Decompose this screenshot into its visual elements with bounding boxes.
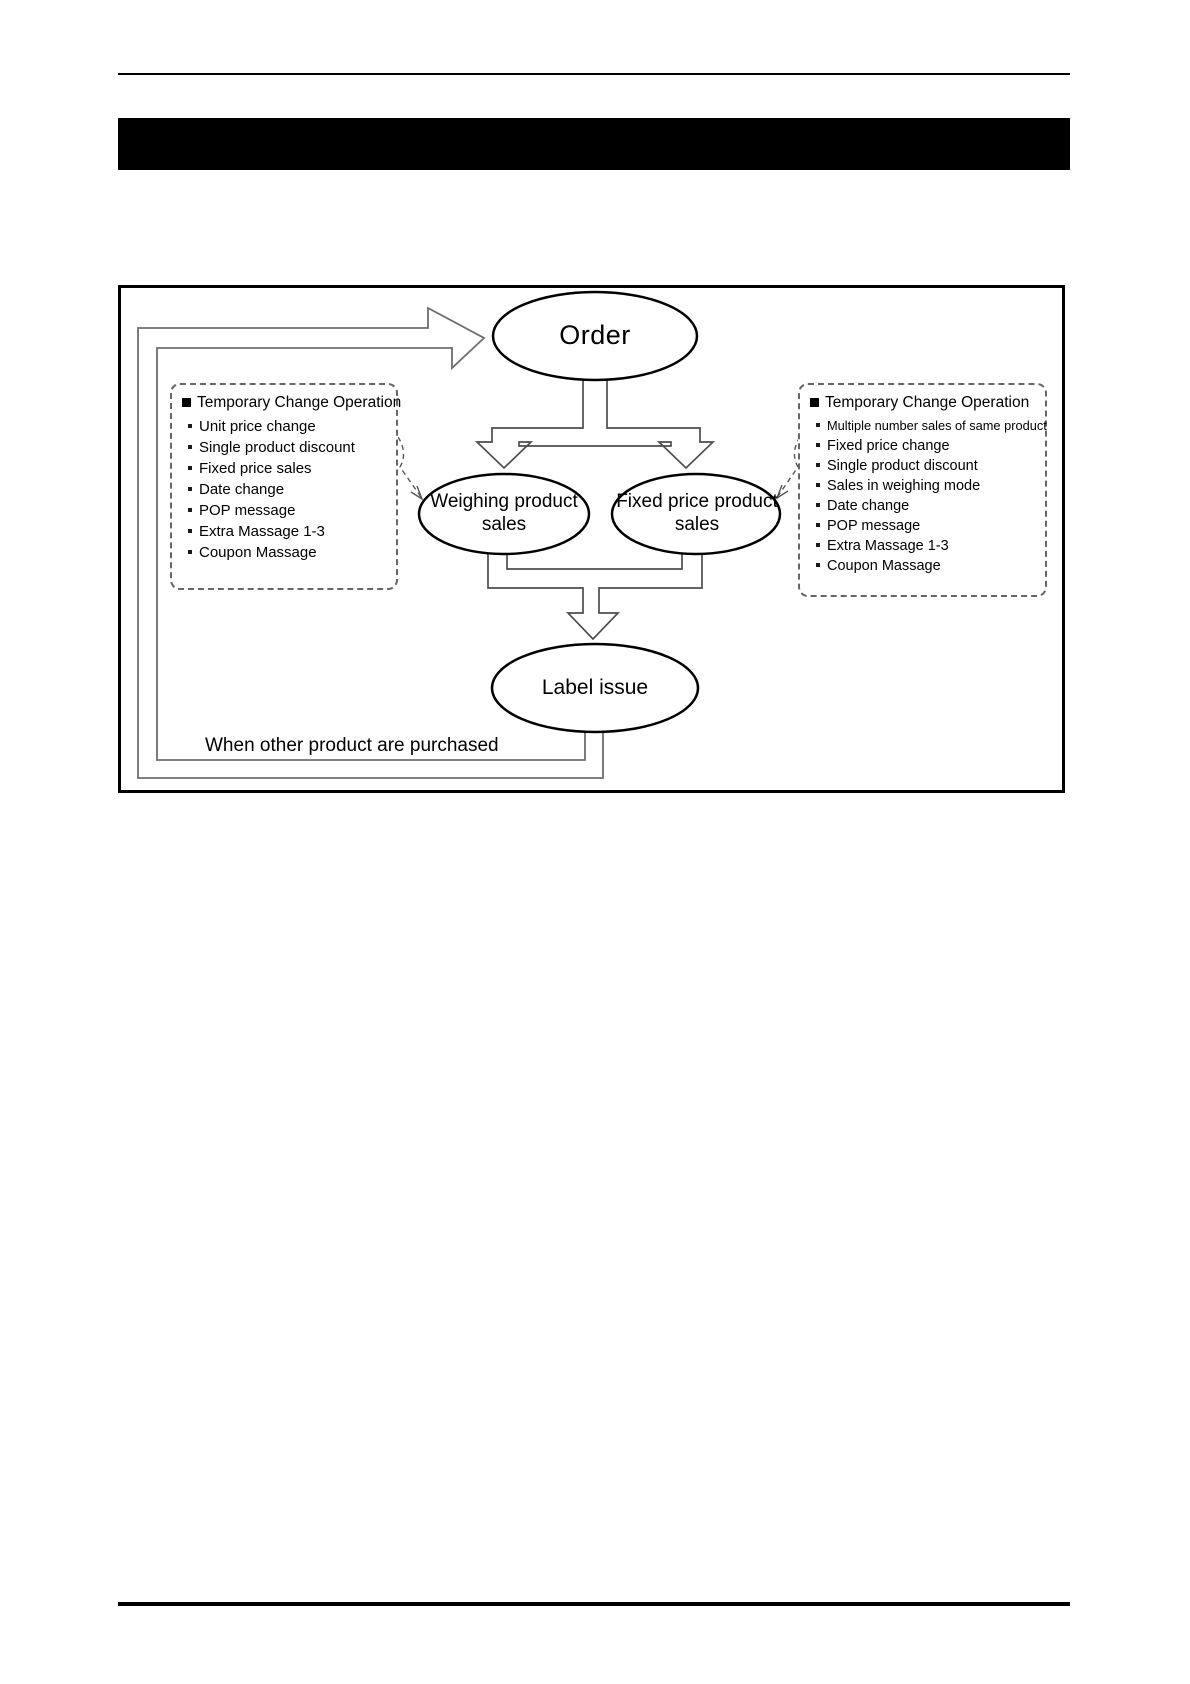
list-item: Extra Massage 1-3: [810, 536, 1037, 556]
list-item-label: POP message: [827, 518, 921, 534]
bullet-icon: [188, 487, 192, 491]
bullet-icon: [816, 463, 820, 467]
bullet-icon: [188, 424, 192, 428]
list-item-label: Single product discount: [827, 458, 978, 474]
weighing-node-label: Weighing product sales: [419, 490, 589, 536]
list-item: Sales in weighing mode: [810, 476, 1037, 496]
panel-title: Temporary Change Operation: [182, 394, 401, 412]
fixed-price-node-label-line2: sales: [674, 514, 720, 535]
list-item: POP message: [182, 500, 388, 521]
filled-square-icon: [182, 398, 191, 407]
list-item: Coupon Massage: [182, 542, 388, 563]
bullet-icon: [816, 483, 820, 487]
list-item-label: Coupon Massage: [199, 544, 317, 561]
list-item-label: Coupon Massage: [827, 558, 941, 574]
bullet-icon: [816, 443, 820, 447]
weighing-node-label-line1: Weighing product: [430, 491, 578, 512]
list-item: Fixed price change: [810, 436, 1037, 456]
weighing-node-label-line2: sales: [481, 514, 527, 535]
fixed-price-node-label-line1: Fixed price product: [616, 491, 778, 512]
list-item: Coupon Massage: [810, 556, 1037, 576]
temporary-change-panel-right: Temporary Change Operation Multiple numb…: [798, 383, 1047, 597]
section-header-bar: [118, 118, 1070, 170]
order-node-label: Order: [559, 320, 631, 350]
list-item-label: Single product discount: [199, 439, 355, 456]
loop-caption: When other product are purchased: [205, 735, 499, 756]
label-issue-node-label: Label issue: [541, 676, 649, 699]
bullet-icon: [816, 563, 820, 567]
list-item-label: Extra Massage 1-3: [199, 523, 325, 540]
top-horizontal-rule: [118, 73, 1070, 75]
list-item-label: Multiple number sales of same product: [827, 418, 1047, 433]
bullet-icon: [188, 529, 192, 533]
list-item: Date change: [810, 496, 1037, 516]
temporary-change-panel-left: Temporary Change Operation Unit price ch…: [170, 383, 401, 590]
filled-square-icon: [810, 398, 819, 407]
panel-title-label: Temporary Change Operation: [825, 394, 1030, 411]
bullet-icon: [816, 423, 820, 427]
list-item-label: Sales in weighing mode: [827, 478, 981, 494]
list-item: POP message: [810, 516, 1037, 536]
list-item: Extra Massage 1-3: [182, 521, 388, 542]
bullet-icon: [816, 503, 820, 507]
bottom-horizontal-rule: [118, 1602, 1070, 1606]
panel-title-label: Temporary Change Operation: [197, 394, 402, 411]
bullet-icon: [816, 523, 820, 527]
fixed-price-node-label: Fixed price product sales: [611, 490, 783, 536]
list-item-label: POP message: [199, 502, 296, 519]
list-item-label: Extra Massage 1-3: [827, 538, 949, 554]
bullet-icon: [188, 466, 192, 470]
list-item-label: Unit price change: [199, 418, 316, 435]
bullet-icon: [816, 543, 820, 547]
list-item: Multiple number sales of same product: [810, 416, 1047, 436]
list-item-label: Date change: [199, 481, 285, 498]
list-item-label: Fixed price sales: [199, 460, 312, 477]
bullet-icon: [188, 508, 192, 512]
list-item: Single product discount: [182, 437, 388, 458]
list-item-label: Fixed price change: [827, 438, 950, 454]
list-item: Fixed price sales: [182, 458, 388, 479]
list-item-label: Date change: [827, 498, 910, 514]
bullet-icon: [188, 550, 192, 554]
list-item: Date change: [182, 479, 388, 500]
bullet-icon: [188, 445, 192, 449]
list-item: Unit price change: [182, 416, 388, 437]
panel-title: Temporary Change Operation: [810, 394, 1037, 412]
list-item: Single product discount: [810, 456, 1037, 476]
